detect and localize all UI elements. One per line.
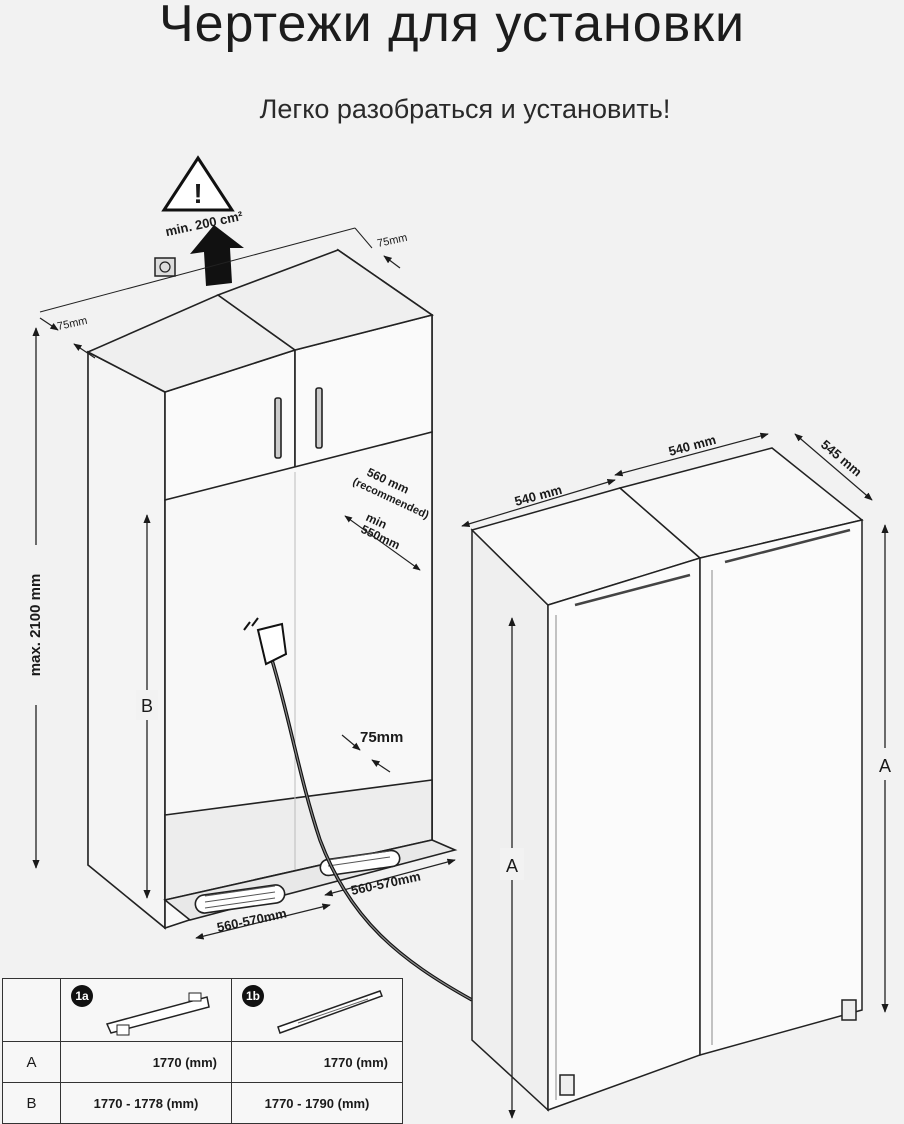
table-row: A 1770 (mm) 1770 (mm) (2, 1041, 403, 1083)
table-col-1a: 1a (60, 978, 232, 1042)
page-title: Чертежи для установки (158, 0, 746, 53)
row-value-1a: 1770 - 1778 (mm) (60, 1082, 232, 1124)
svg-text:!: ! (193, 178, 202, 209)
airflow-arrow-icon (190, 225, 244, 286)
rear-gap-label: 75mm (360, 729, 403, 746)
row-key: B (2, 1082, 61, 1124)
ventilation-label: min. 200 cm² (164, 208, 245, 239)
fridge-width-left-label: 540 mm (513, 482, 564, 509)
row-value-1a: 1770 (mm) (60, 1041, 232, 1083)
max-height-label: max. 2100 mm (27, 574, 44, 677)
table-row: B 1770 - 1778 (mm) 1770 - 1790 (mm) (2, 1082, 403, 1124)
row-value-1b: 1770 - 1790 (mm) (231, 1082, 403, 1124)
badge-1b: 1b (242, 985, 264, 1007)
top-gap-left-label: 75mm (56, 315, 88, 333)
row-value-1b: 1770 (mm) (231, 1041, 403, 1083)
warning-icon: ! (161, 155, 235, 212)
table-col-1b: 1b (231, 978, 403, 1042)
dim-b-label: B (141, 696, 153, 716)
dim-a-right-label: A (879, 756, 891, 776)
bracket-1a-icon (105, 992, 210, 1036)
bracket-1b-icon (277, 990, 383, 1034)
power-plug-icon (243, 617, 473, 1002)
dim-a-left-label: A (506, 856, 518, 876)
socket-icon (154, 257, 176, 277)
fridge-left-unit (470, 487, 702, 1112)
top-gap-right-label: 75mm (376, 232, 408, 250)
table-header-row: 1a 1b (2, 978, 403, 1042)
row-key: A (2, 1041, 61, 1083)
page-subtitle: Легко разобраться и установить! (259, 94, 671, 124)
table-corner-cell (2, 978, 61, 1042)
badge-1a: 1a (71, 985, 93, 1007)
cabinet-niche (86, 248, 458, 930)
spec-table: 1a 1b A 1770 (mm) 1770 (mm) B 177 (2, 978, 403, 1124)
